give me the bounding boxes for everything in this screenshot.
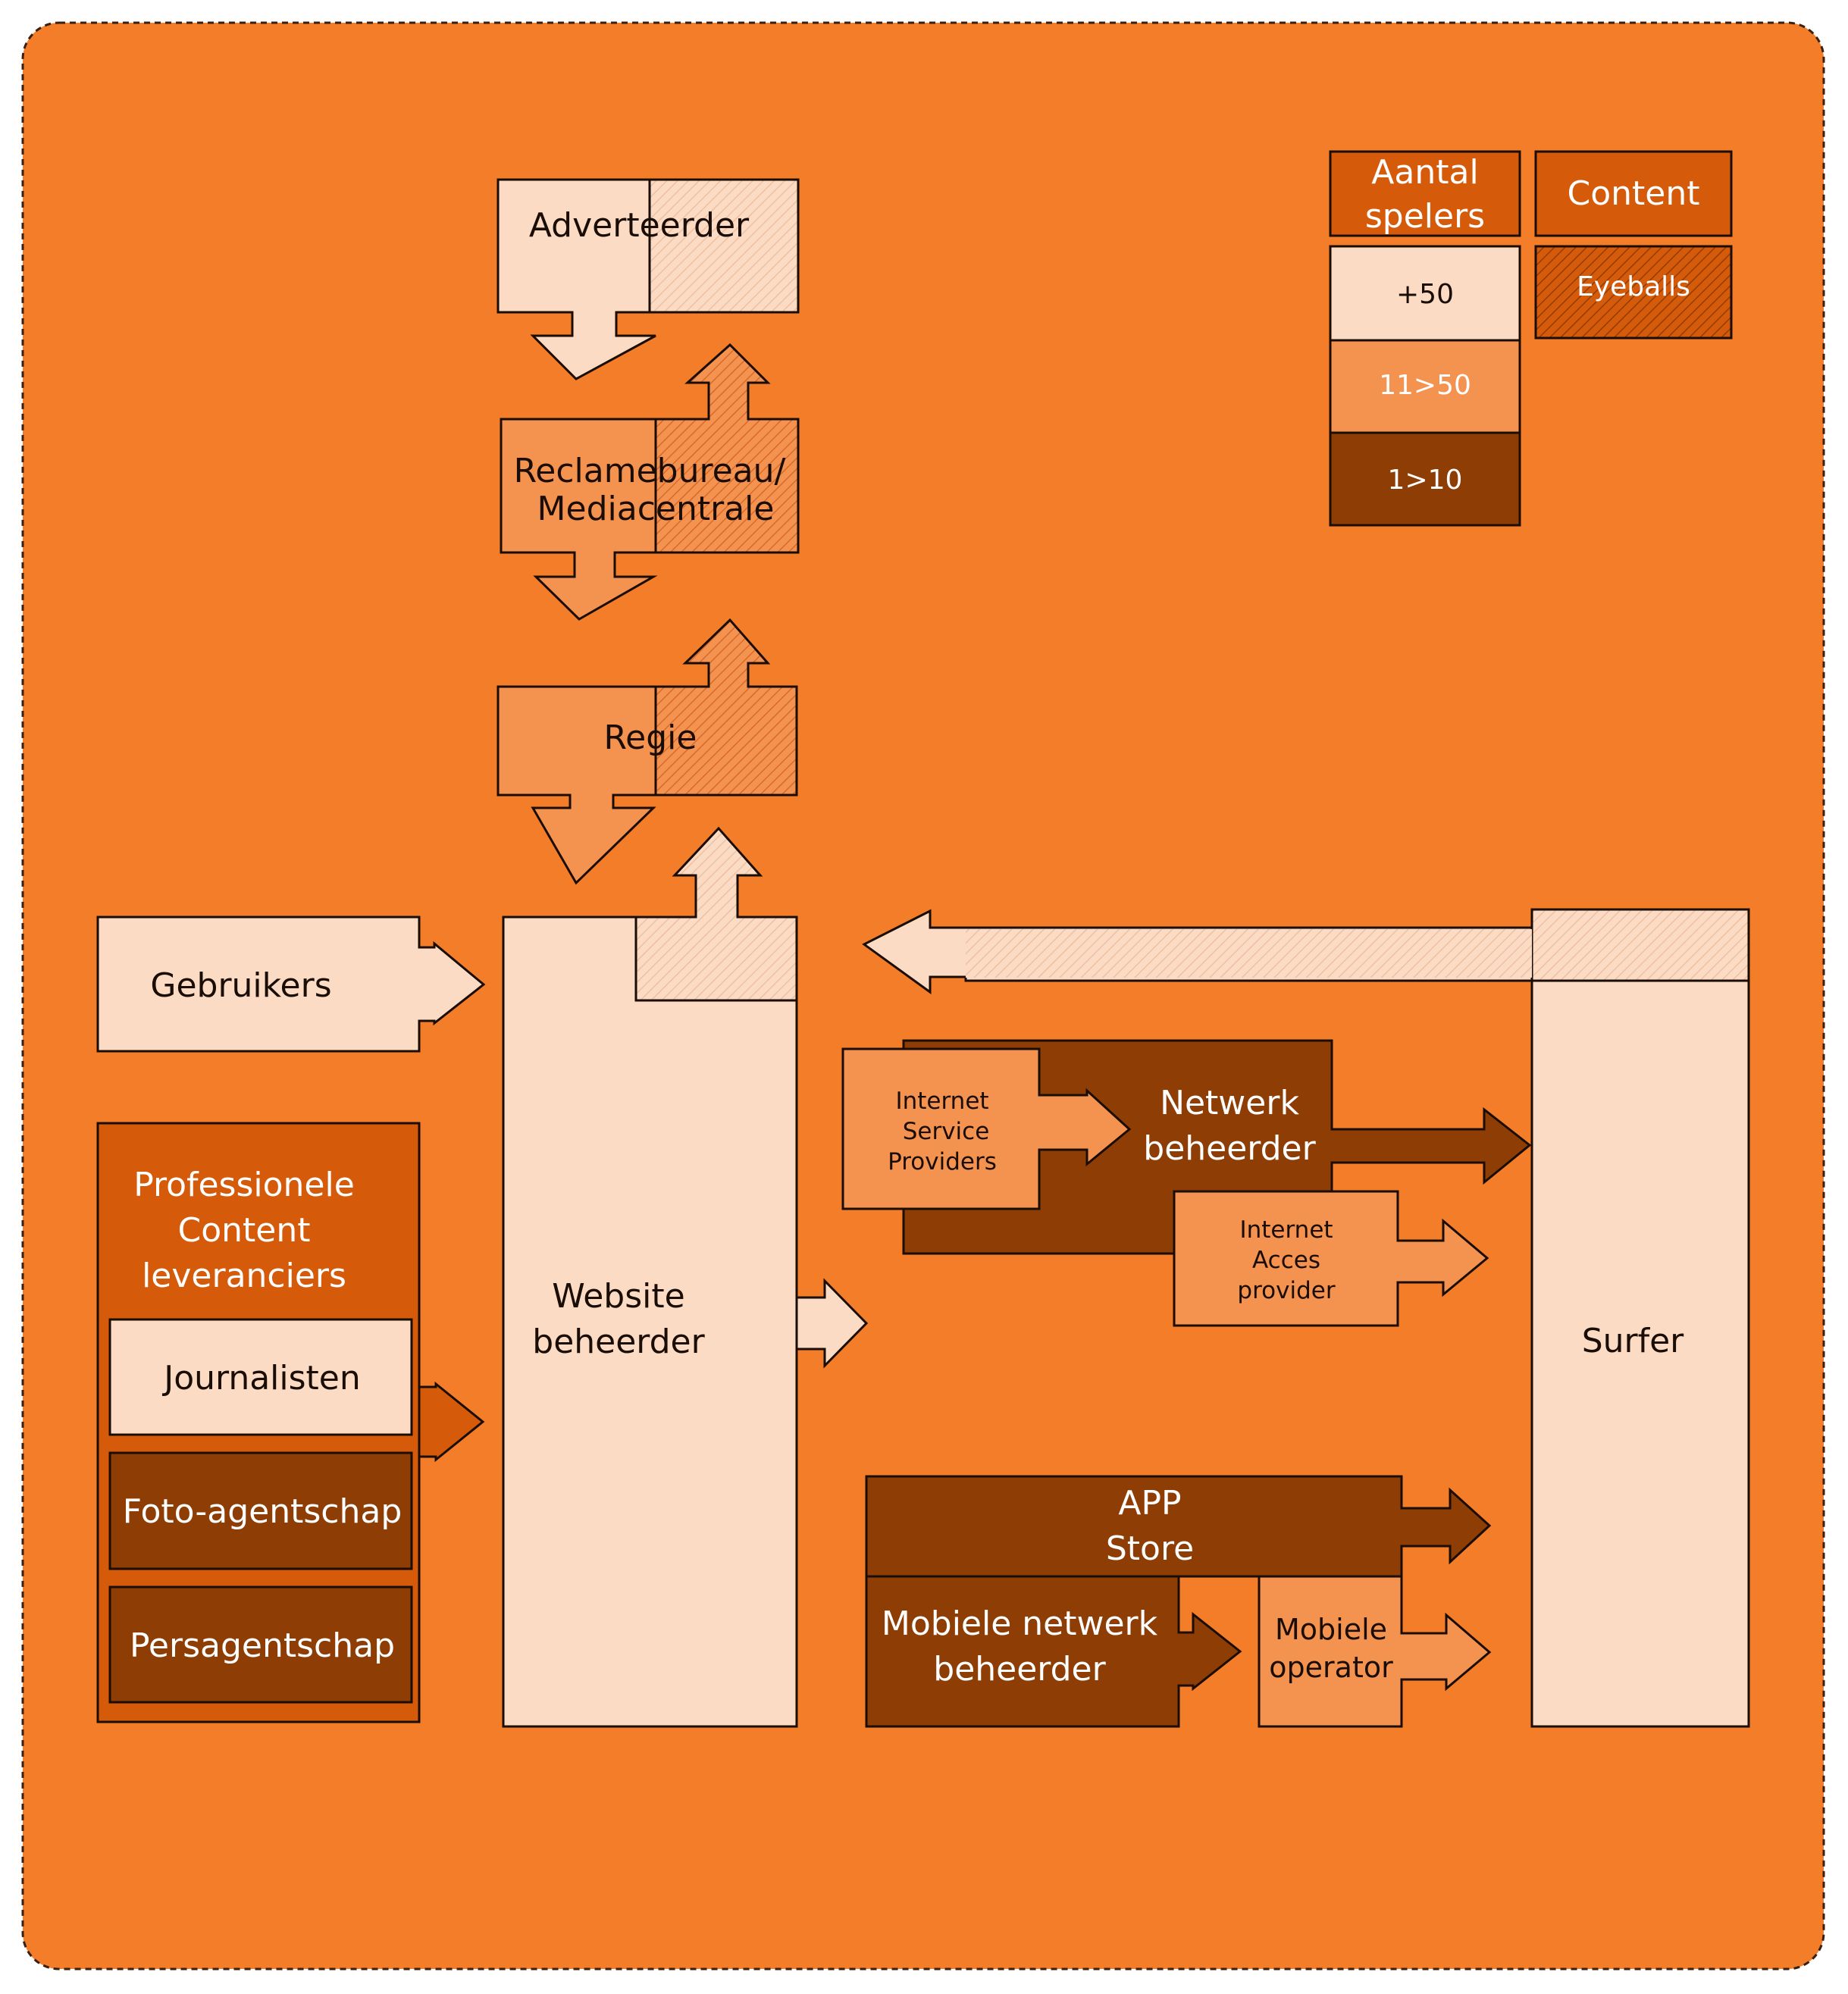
persagentschap-label: Persagentschap — [130, 1626, 395, 1665]
legend-level-mid-label: 11>50 — [1379, 370, 1471, 401]
surfer-label: Surfer — [1582, 1322, 1684, 1360]
adverteerder-label: Adverteerder — [529, 206, 750, 245]
legend-level-high-label: +50 — [1396, 279, 1454, 310]
foto-agentschap-label: Foto-agentschap — [123, 1492, 402, 1531]
legend-players-header — [1329, 150, 1521, 237]
legend-eyeballs — [1534, 245, 1733, 340]
legend-level-mid — [1329, 339, 1521, 434]
gebruikers-shape — [96, 916, 486, 1053]
reclamebureau-eyeballs — [654, 343, 800, 554]
legend-content-header — [1534, 150, 1733, 237]
regie-eyeballs — [654, 618, 798, 797]
legend-level-low — [1329, 431, 1521, 527]
iap-shape — [1173, 1190, 1489, 1327]
gebruikers-label: Gebruikers — [150, 966, 331, 1005]
isp-shape — [841, 1047, 1132, 1210]
surfer-arrow-hatch — [966, 929, 1532, 978]
legend-content-label: Content — [1568, 174, 1700, 213]
reclamebureau-label: Reclamebureau/Mediacentrale — [514, 452, 786, 528]
persagentschap-box — [108, 1585, 413, 1704]
legend — [1329, 150, 1733, 527]
mobiele-netwerk-shape — [865, 1575, 1242, 1728]
journalisten-label: Journalisten — [161, 1359, 361, 1398]
mobiele-operator-shape — [1258, 1575, 1492, 1728]
surfer-eyeballs — [1530, 908, 1750, 982]
regie-label: Regie — [604, 718, 697, 757]
website-beheerder-box — [502, 916, 798, 1728]
surfer-box — [1530, 979, 1750, 1728]
legend-level-high — [1329, 245, 1521, 342]
professionele-arrow — [418, 1381, 485, 1463]
node-labels: Adverteerder Reclamebureau/Mediacentrale… — [123, 206, 1684, 1689]
adverteerder-eyeballs — [648, 178, 800, 314]
journalisten-box — [108, 1318, 413, 1436]
legend-level-low-label: 1>10 — [1388, 465, 1463, 496]
website-to-networks-arrow — [795, 1278, 869, 1369]
legend-eyeballs-label: Eyeballs — [1577, 271, 1690, 302]
website-beheerder-eyeballs-arrow — [634, 826, 798, 1002]
foto-agentschap-box — [108, 1451, 413, 1570]
